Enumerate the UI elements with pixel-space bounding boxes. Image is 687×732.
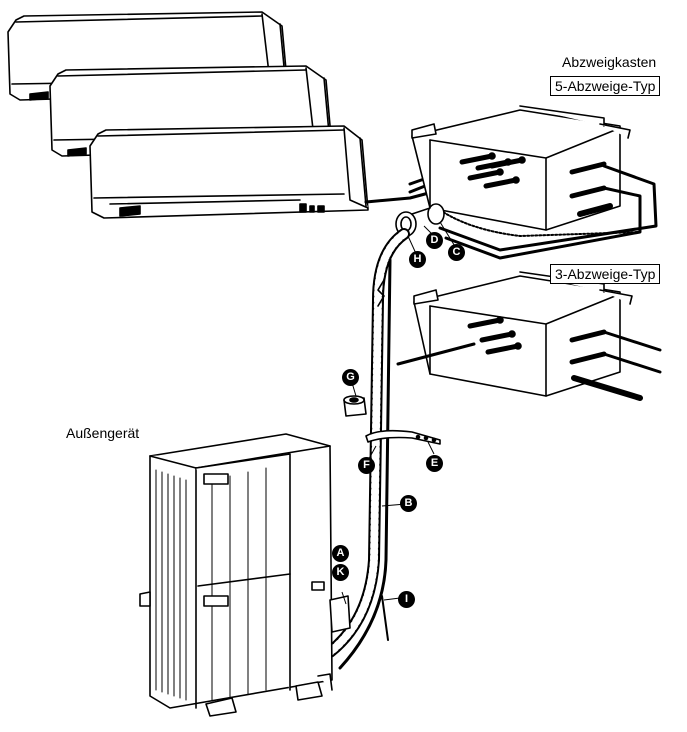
pipe-cap xyxy=(343,395,367,417)
clamp xyxy=(365,429,441,445)
outdoor-unit xyxy=(139,433,351,717)
branch-box-label: Abzweigkasten xyxy=(562,54,657,70)
loop-pipes xyxy=(438,164,658,260)
part-i-badge: I xyxy=(398,591,415,608)
part-a-badge: A xyxy=(332,545,349,562)
part-k-badge: K xyxy=(332,564,349,581)
part-e-badge: E xyxy=(426,455,443,472)
outdoor-unit-label: Außengerät xyxy=(66,425,140,441)
pipe-bundle xyxy=(324,228,410,670)
indoor-unit-3 xyxy=(89,125,369,219)
part-c-badge: C xyxy=(448,244,465,261)
part-f-badge: F xyxy=(358,457,375,474)
three-branch-type-label: 3-Abzweige-Typ xyxy=(550,264,661,284)
part-g-badge: G xyxy=(342,369,359,386)
branch-box-3 xyxy=(396,271,662,401)
part-b-badge: B xyxy=(400,495,417,512)
part-h-badge: H xyxy=(409,251,426,268)
branch-box-5 xyxy=(411,105,631,231)
part-d-badge: D xyxy=(426,232,443,249)
five-branch-type-label: 5-Abzweige-Typ xyxy=(550,76,661,96)
